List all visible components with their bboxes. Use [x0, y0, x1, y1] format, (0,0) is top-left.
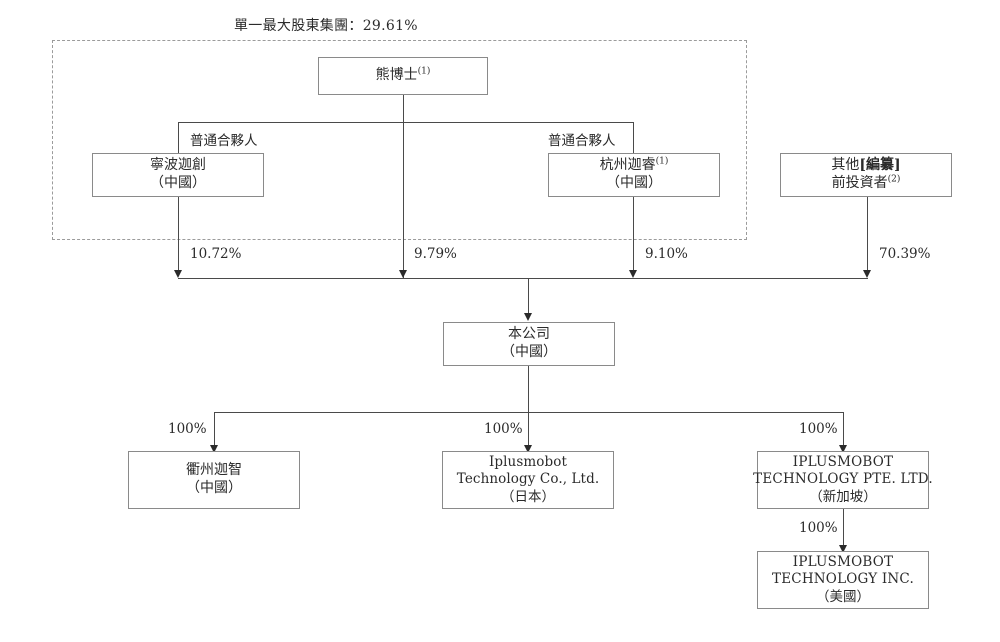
- node-quzhou-line1: 衢州迦智: [186, 462, 242, 479]
- node-ningbo-jiachuang[interactable]: 寧波迦創 （中國）: [92, 153, 264, 197]
- pct-company-to-singapore: 100%: [799, 421, 838, 437]
- pct-ningbo-to-company: 10.72%: [190, 246, 242, 262]
- node-iplusmobot-japan[interactable]: Iplusmobot Technology Co., Ltd. （日本）: [442, 451, 614, 509]
- connector-collector-to-company: [528, 278, 529, 314]
- connector-ningbo-to-company: [178, 197, 179, 270]
- node-other-line2: 前投資者(2): [831, 174, 901, 191]
- pct-company-to-japan: 100%: [484, 421, 523, 437]
- connector-hangzhou-to-company: [633, 197, 634, 270]
- node-hangzhou-line1: 杭州迦睿(1): [599, 156, 669, 174]
- node-usa-line3: （美國）: [816, 588, 870, 605]
- node-other-pre-ipo-investors[interactable]: 其他[編纂] 前投資者(2): [780, 153, 952, 197]
- footnote-marker-1b: (1): [655, 156, 669, 167]
- arrowhead-other: [862, 270, 871, 278]
- node-hangzhou-jiarui[interactable]: 杭州迦睿(1) （中國）: [548, 153, 720, 197]
- node-company-line2: （中國）: [501, 344, 557, 360]
- arrowhead-japan: [523, 445, 532, 453]
- shareholder-group-dashed-region: [52, 40, 747, 240]
- node-iplusmobot-usa[interactable]: IPLUSMOBOT TECHNOLOGY INC. （美國）: [757, 551, 929, 609]
- node-singapore-line3: （新加坡）: [809, 488, 877, 505]
- label-general-partner-right: 普通合夥人: [548, 133, 616, 149]
- pct-xiong-to-company: 9.79%: [414, 246, 457, 262]
- connector-company-collector-bar: [178, 278, 868, 279]
- connector-to-quzhou: [214, 412, 215, 446]
- pct-company-to-quzhou: 100%: [168, 421, 207, 437]
- arrowhead-singapore: [838, 445, 847, 453]
- node-quzhou-line2: （中國）: [186, 480, 242, 496]
- node-ningbo-line1: 寧波迦創: [150, 157, 206, 174]
- node-usa-line1: IPLUSMOBOT: [792, 554, 894, 571]
- connector-to-japan: [528, 412, 529, 446]
- node-japan-line3: （日本）: [501, 488, 555, 505]
- node-dr-xiong[interactable]: 熊博士(1): [318, 57, 488, 95]
- label-general-partner-left: 普通合夥人: [190, 133, 258, 149]
- node-dr-xiong-label: 熊博士(1): [375, 66, 431, 84]
- arrowhead-hangzhou: [628, 270, 637, 278]
- connector-gp-distribution-bar: [178, 122, 633, 123]
- arrowhead-quzhou: [209, 445, 218, 453]
- connector-xiong-trunk: [403, 95, 404, 278]
- pct-other-to-company: 70.39%: [879, 246, 931, 262]
- node-usa-line2: TECHNOLOGY INC.: [772, 571, 914, 588]
- node-quzhou-jiazhi[interactable]: 衢州迦智 （中國）: [128, 451, 300, 509]
- arrowhead-ningbo: [173, 270, 182, 278]
- pct-singapore-to-usa: 100%: [799, 520, 838, 536]
- node-company-line1: 本公司: [508, 326, 550, 343]
- footnote-marker-1: (1): [417, 66, 431, 77]
- node-ningbo-line2: （中國）: [150, 175, 206, 191]
- node-singapore-line2: TECHNOLOGY PTE. LTD.: [753, 471, 933, 488]
- connector-singapore-to-usa: [843, 509, 844, 546]
- arrowhead-into-company: [523, 313, 532, 321]
- redaction-bracket: [編纂]: [859, 157, 901, 174]
- arrowhead-xiong: [398, 270, 407, 278]
- single-largest-shareholder-group-title: 單一最大股東集團：29.61%: [234, 18, 418, 34]
- node-iplusmobot-singapore[interactable]: IPLUSMOBOT TECHNOLOGY PTE. LTD. （新加坡）: [753, 451, 933, 509]
- node-japan-line2: Technology Co., Ltd.: [456, 471, 600, 488]
- connector-company-trunk-down: [528, 366, 529, 412]
- arrowhead-usa: [838, 545, 847, 553]
- pct-hangzhou-to-company: 9.10%: [645, 246, 688, 262]
- connector-to-ningbo: [178, 122, 179, 153]
- node-japan-line1: Iplusmobot: [488, 454, 568, 471]
- node-the-company[interactable]: 本公司 （中國）: [443, 322, 615, 366]
- connector-to-hangzhou: [633, 122, 634, 153]
- node-hangzhou-line2: （中國）: [606, 175, 662, 191]
- footnote-marker-2: (2): [887, 174, 901, 185]
- node-other-line1: 其他[編纂]: [831, 157, 901, 174]
- node-singapore-line1: IPLUSMOBOT: [792, 454, 894, 471]
- connector-other-to-company: [867, 197, 868, 270]
- connector-to-singapore: [843, 412, 844, 446]
